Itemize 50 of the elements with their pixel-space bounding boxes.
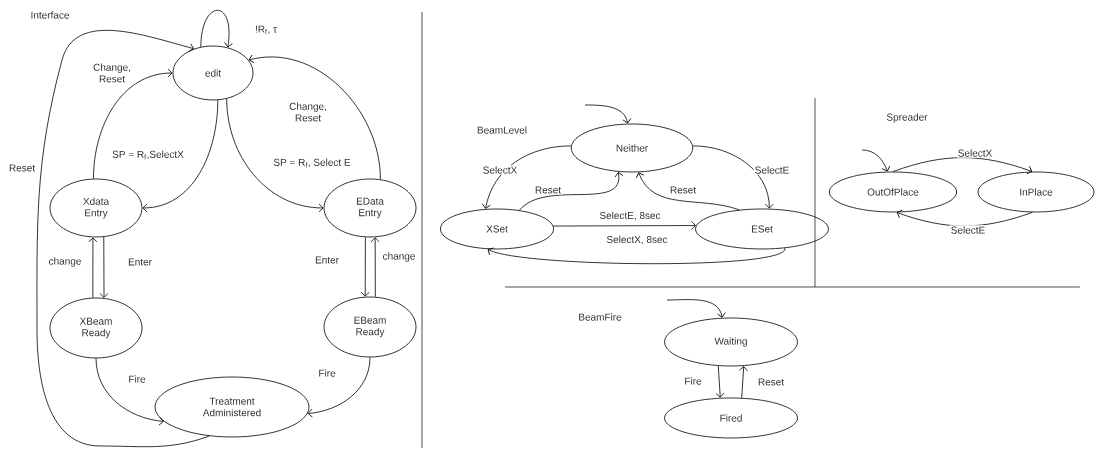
edge-label: Fire (317, 368, 337, 378)
arrow (248, 54, 381, 180)
edge-label: SelectE (753, 165, 791, 175)
edge-label: Reset (756, 377, 786, 387)
edge-label: SelectE (949, 225, 987, 235)
arrow (584, 104, 632, 124)
edge-label: SP = R$_{f}$, Select E (272, 157, 352, 169)
arrow (715, 365, 725, 398)
arrow (93, 68, 173, 180)
arrow (99, 236, 109, 298)
edge-label: Fire (683, 376, 703, 386)
edge-label: SP = R$_{f}$,SelectX (111, 149, 185, 161)
arrow (88, 237, 98, 299)
panel-title: Interface (31, 11, 69, 19)
edge-label: SelectX, 8sec (605, 234, 669, 246)
edge-label: SelectE, 8sec (598, 210, 662, 222)
arrow (692, 145, 774, 209)
arrow (307, 357, 371, 418)
arrow (739, 366, 748, 399)
edge-label: Change, Reset (88, 62, 136, 84)
arrow (892, 157, 1033, 175)
arrow (360, 236, 370, 297)
panel-title: BeamFire (579, 313, 622, 321)
arrow (36, 30, 210, 448)
panel-title: BeamLevel (477, 126, 527, 134)
edge-label: Enter (314, 255, 340, 265)
edge-label: !R$_{f}$, τ (254, 24, 278, 36)
edge-label: Reset (668, 185, 698, 195)
arrow (635, 172, 740, 211)
arrow (200, 9, 233, 48)
edge-label: Reset (533, 185, 563, 195)
edge-label: Change, Reset (284, 101, 332, 123)
arrow (142, 99, 219, 213)
arrow (370, 237, 380, 298)
arrow (226, 98, 324, 213)
edge-label: Enter (127, 257, 153, 267)
edge-label: SelectX (956, 148, 994, 158)
arrow (861, 149, 891, 172)
arrow (518, 171, 624, 211)
arrow (552, 221, 696, 230)
edge-label: Fire (127, 374, 147, 384)
arrow (487, 247, 786, 265)
arrow (481, 145, 572, 209)
arrow (666, 299, 726, 318)
panel-title: Spreader (886, 113, 928, 123)
edge-label: change (47, 256, 83, 268)
edge-label: SelectX (481, 165, 519, 175)
arrow (95, 358, 164, 426)
edge-label: Reset (7, 163, 37, 173)
edge-label: change (381, 251, 417, 263)
